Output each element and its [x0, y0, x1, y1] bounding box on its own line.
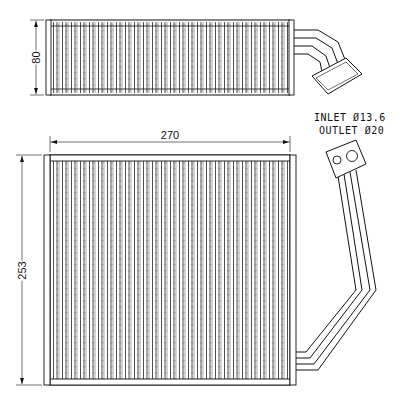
dimension-label: 253 [16, 260, 27, 280]
front-view [16, 140, 376, 385]
dimension-label: 80 [31, 50, 42, 64]
connection-note: INLET Ø13.6 [313, 113, 387, 123]
dimension-label: 270 [160, 130, 180, 141]
connection-note: OUTLET Ø20 [318, 126, 385, 136]
top-view [30, 20, 362, 95]
